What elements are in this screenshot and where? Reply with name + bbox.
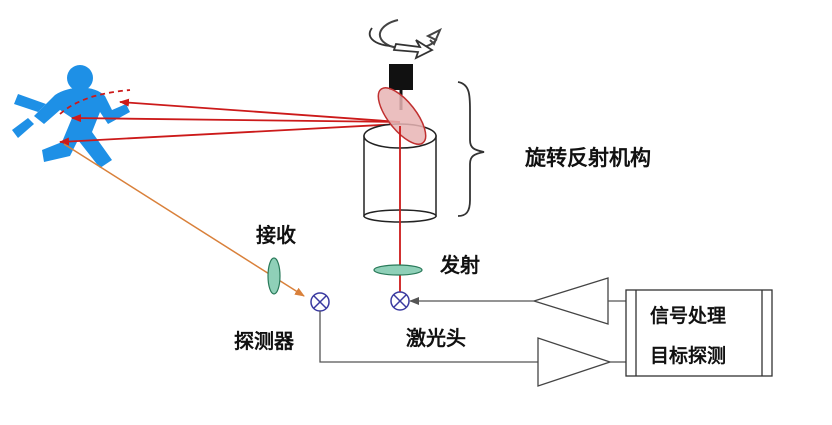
label-laser-head: 激光头 [406,326,466,350]
transmit-amplifier [531,277,609,325]
detector-signal-line [319,311,538,363]
laser-head-icon [390,291,410,311]
rotating-mirror [377,87,427,145]
running-person-icon [12,65,130,168]
rotation-arrow-icon [368,19,442,60]
label-rotating-mechanism: 旋转反射机构 [524,146,651,170]
receive-amplifier [537,337,613,387]
label-receive: 接收 [256,223,296,247]
receive-lens [267,257,281,295]
label-signal-processing: 信号处理 [650,304,726,327]
detector-icon [310,292,330,312]
signal-processor-box [625,289,773,377]
motor-block [389,64,413,90]
return-beam [63,143,305,297]
label-emit: 发射 [439,253,480,277]
label-detector: 探测器 [234,329,295,353]
laser-beams [59,89,401,146]
bracket [457,81,485,217]
emit-lens [373,264,423,276]
label-target-detection: 目标探测 [650,345,726,367]
